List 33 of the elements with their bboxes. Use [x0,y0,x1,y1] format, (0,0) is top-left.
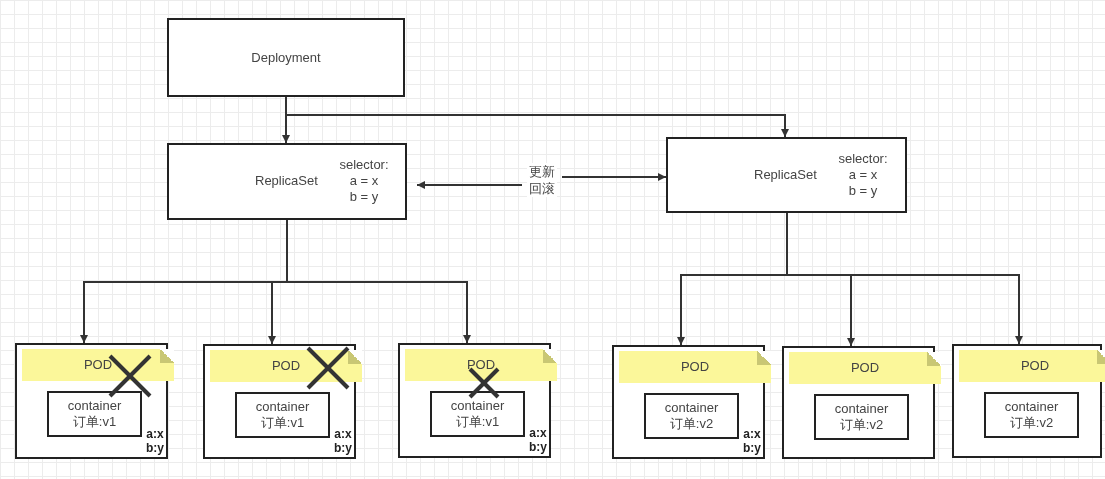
arrow [416,181,523,189]
text-label: 更新 [527,163,557,180]
box-title: Deployment [251,50,321,65]
deployment-box [167,18,405,97]
pod-banner: POD [959,350,1105,382]
pod-banner: POD [619,351,771,383]
text-label: 回滚 [527,180,557,197]
pod-banner: POD [22,349,174,381]
pod-banner: POD [405,349,557,381]
container-box [644,393,739,439]
container-text: container 订单:v2 [834,401,889,433]
arrow [286,219,471,344]
container-box [814,394,909,440]
arrow [561,173,667,181]
container-box [430,391,525,437]
pod-banner: POD [210,350,362,382]
replicaset-box [666,137,907,213]
selector-text: selector: a = x b = y [338,157,390,205]
container-box [235,392,330,438]
container-text: container 订单:v2 [1004,399,1059,431]
container-text: container 订单:v1 [67,398,122,430]
replicaset-box [167,143,407,220]
pod-box [952,344,1102,458]
container-box [984,392,1079,438]
box-title: ReplicaSet [255,173,318,188]
container-text: container 订单:v1 [450,398,505,430]
box-title: ReplicaSet [754,167,817,182]
arrow [786,212,1023,345]
container-text: container 订单:v2 [664,400,719,432]
container-text: container 订单:v1 [255,399,310,431]
container-box [47,391,142,437]
pod-banner: POD [789,352,941,384]
selector-text: selector: a = x b = y [837,151,889,199]
